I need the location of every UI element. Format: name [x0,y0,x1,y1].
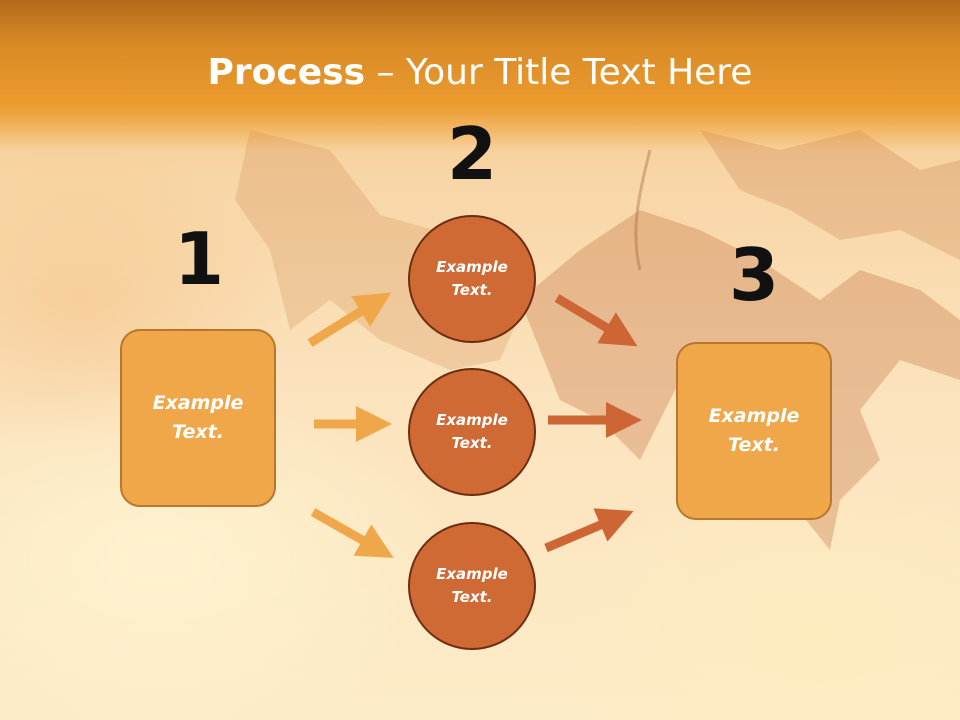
step-1-number: 1 [173,217,225,301]
step-2-circle-top: Example Text. [408,215,536,343]
title-separator: – [365,52,406,93]
arrow-top-to-3 [554,294,638,347]
step-1-box: Example Text. [120,329,276,507]
step-2-circle-bottom: Example Text. [408,522,536,650]
title-bold-part: Process [207,52,366,93]
step-2-number: 2 [446,112,498,196]
leaf-stem [634,149,652,271]
maple-leaf-shape [700,130,960,260]
step-3-number: 3 [728,233,780,317]
arrow-bottom-to-3 [544,508,634,553]
step-2-circle-text: Example Text. [436,565,508,606]
step-2-circle-text: Example Text. [436,258,508,299]
title-bar: Process – Your Title Text Here [0,0,960,150]
step-2-circle-middle: Example Text. [408,368,536,496]
arrow-1-to-bottom [310,508,394,558]
slide-title: Process – Your Title Text Here [0,52,960,93]
step-1-text: Example Text. [152,392,244,443]
step-3-text: Example Text. [708,405,800,456]
step-2-circle-text: Example Text. [436,411,508,452]
arrow-1-to-top [307,292,392,347]
title-rest: Your Title Text Here [405,52,753,93]
step-3-box: Example Text. [676,342,832,520]
